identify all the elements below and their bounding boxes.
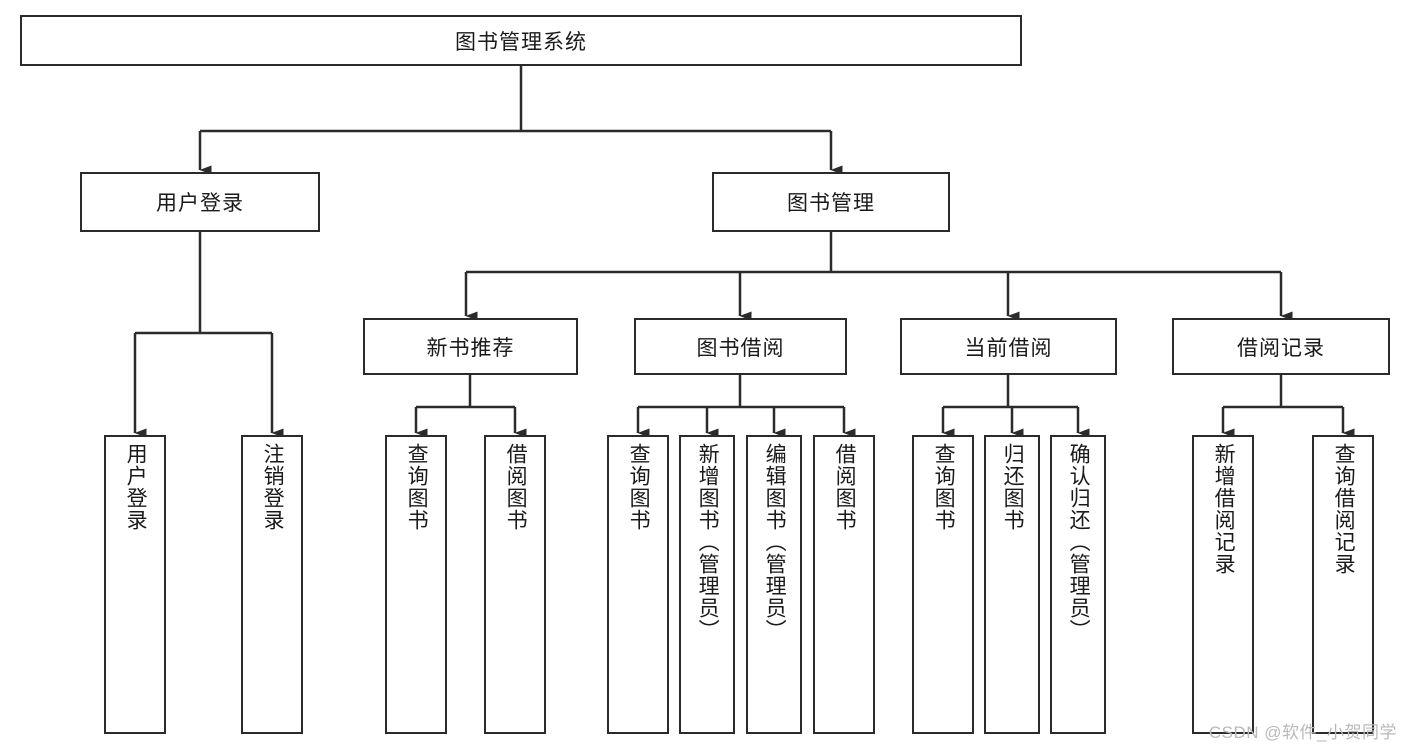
node-leaf-return-book[interactable]: 归还图书 (984, 435, 1040, 734)
node-label-user-login: 用户登录 (156, 192, 244, 215)
node-label-leaf-add-borrow-record: 新增借阅记录 (1212, 443, 1236, 575)
node-leaf-confirm-return-admin[interactable]: 确认归还（管理员） (1050, 435, 1106, 734)
node-label-book-manage: 图书管理 (787, 192, 875, 215)
node-leaf-query-book-recommend[interactable]: 查询图书 (385, 435, 447, 734)
node-root[interactable]: 图书管理系统 (20, 15, 1022, 66)
node-label-leaf-user-login: 用户登录 (124, 443, 148, 531)
node-label-borrow-record: 借阅记录 (1237, 336, 1325, 360)
node-label-leaf-query-book-recommend: 查询图书 (405, 443, 429, 531)
node-label-book-borrow: 图书借阅 (696, 336, 785, 360)
node-new-book-recommend[interactable]: 新书推荐 (363, 318, 578, 375)
node-leaf-add-borrow-record[interactable]: 新增借阅记录 (1192, 435, 1254, 734)
node-leaf-borrow-book[interactable]: 借阅图书 (813, 435, 875, 734)
node-leaf-borrow-book-recommend[interactable]: 借阅图书 (484, 435, 546, 734)
node-label-new-book-recommend: 新书推荐 (426, 336, 515, 360)
node-user-login[interactable]: 用户登录 (80, 172, 320, 232)
node-leaf-query-book-borrow[interactable]: 查询图书 (607, 435, 669, 734)
node-label-leaf-logout: 注销登录 (261, 443, 285, 531)
node-label-leaf-edit-book-admin: 编辑图书（管理员） (763, 443, 787, 641)
node-book-manage[interactable]: 图书管理 (712, 172, 950, 232)
node-leaf-query-book-current[interactable]: 查询图书 (912, 435, 974, 734)
node-label-leaf-borrow-book: 借阅图书 (833, 443, 857, 531)
node-label-root: 图书管理系统 (455, 30, 587, 54)
node-label-leaf-query-book-borrow: 查询图书 (627, 443, 651, 531)
node-label-leaf-borrow-book-recommend: 借阅图书 (504, 443, 528, 531)
node-label-leaf-confirm-return-admin: 确认归还（管理员） (1067, 443, 1091, 641)
node-leaf-user-login[interactable]: 用户登录 (104, 435, 166, 734)
node-label-leaf-query-borrow-record: 查询借阅记录 (1332, 443, 1356, 575)
node-current-borrow[interactable]: 当前借阅 (900, 318, 1117, 375)
node-book-borrow[interactable]: 图书借阅 (634, 318, 847, 375)
node-leaf-edit-book-admin[interactable]: 编辑图书（管理员） (746, 435, 802, 734)
node-label-current-borrow: 当前借阅 (964, 336, 1053, 360)
node-leaf-logout[interactable]: 注销登录 (241, 435, 303, 734)
node-leaf-query-borrow-record[interactable]: 查询借阅记录 (1312, 435, 1374, 734)
node-leaf-add-book-admin[interactable]: 新增图书（管理员） (679, 435, 735, 734)
node-label-leaf-add-book-admin: 新增图书（管理员） (696, 443, 720, 641)
node-label-leaf-return-book: 归还图书 (1001, 443, 1025, 531)
node-label-leaf-query-book-current: 查询图书 (932, 443, 956, 531)
watermark-label: CSDN @软件_小贺同学 (1208, 723, 1397, 742)
node-borrow-record[interactable]: 借阅记录 (1172, 318, 1390, 375)
